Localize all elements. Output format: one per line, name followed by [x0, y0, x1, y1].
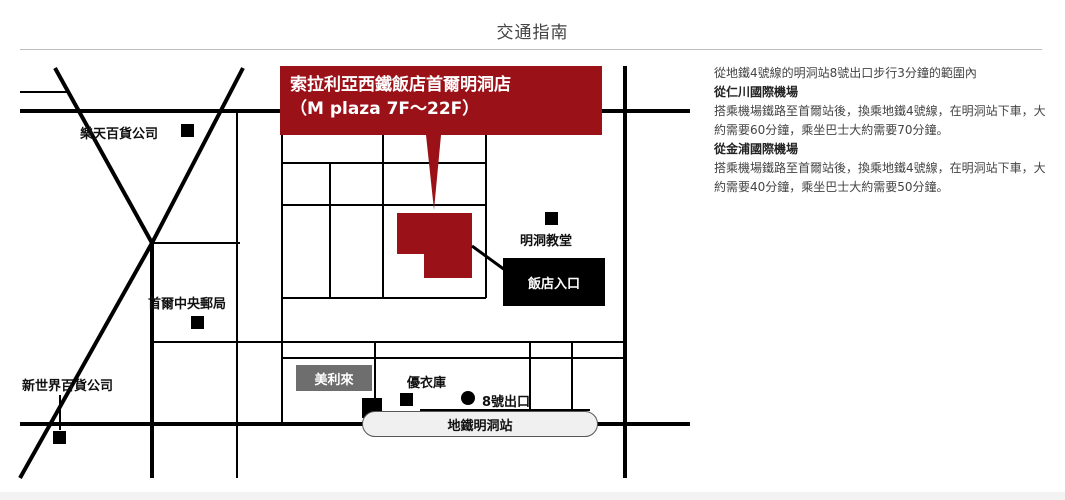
- gimpo-text: 搭乘機場鐵路至首爾站後，換乘地鐵4號線，在明洞站下車，大約需要40分鐘，乘坐巴士…: [714, 161, 1046, 194]
- station-label: 地鐵明洞站: [362, 411, 598, 437]
- post-office-label: 首爾中央郵局: [148, 297, 227, 312]
- hotel-building: [397, 213, 472, 278]
- road-diagonal-c: [18, 242, 154, 479]
- post-office-marker: [191, 316, 204, 329]
- hotel-callout: 索拉利亞西鐵飯店首爾明洞店 （M plaza 7F～22F）: [280, 66, 602, 135]
- bottom-strip: [0, 492, 1065, 500]
- road-diagonal-b: [150, 67, 245, 244]
- road-diagonal-a: [53, 67, 154, 244]
- milliore-label: 美利來: [296, 365, 372, 391]
- hotel-entrance-label: 飯店入口: [503, 258, 605, 306]
- lotte-marker: [181, 124, 194, 137]
- shinsegae-label: 新世界百貨公司: [22, 379, 114, 394]
- hotel-floors: （M plaza 7F～22F）: [290, 99, 480, 119]
- callout-pointer: [426, 135, 441, 210]
- entrance-pointer: [471, 244, 506, 272]
- incheon-text: 搭乘機場鐵路至首爾站後，換乘地鐵4號線，在明洞站下車，大約需要60分鐘，乘坐巴士…: [714, 104, 1046, 137]
- directions-panel: 從地鐵4號線的明洞站8號出口步行3分鐘的範圍內 從仁川國際機場 搭乘機場鐵路至首…: [714, 64, 1049, 197]
- hotel-name: 索拉利亞西鐵飯店首爾明洞店: [290, 75, 511, 95]
- incheon-heading: 從仁川國際機場: [714, 85, 799, 99]
- uniqlo-label: 優衣庫: [407, 376, 447, 391]
- title-divider: [20, 49, 1042, 50]
- street-map-graphic: [18, 66, 690, 479]
- lotte-label: 樂天百貨公司: [80, 127, 159, 142]
- church-marker: [545, 212, 558, 225]
- directions-intro: 從地鐵4號線的明洞站8號出口步行3分鐘的範圍內: [714, 66, 977, 80]
- page-title: 交通指南: [496, 23, 569, 43]
- exit8-label: 8號出口: [482, 395, 531, 410]
- church-label: 明洞教堂: [520, 234, 573, 249]
- exit8-marker: [461, 391, 475, 405]
- gimpo-heading: 從金浦國際機場: [714, 142, 799, 156]
- access-map: 索拉利亞西鐵飯店首爾明洞店 （M plaza 7F～22F） 飯店入口 樂天百貨…: [18, 66, 690, 479]
- uniqlo-marker: [400, 393, 413, 406]
- shinsegae-marker: [53, 431, 66, 444]
